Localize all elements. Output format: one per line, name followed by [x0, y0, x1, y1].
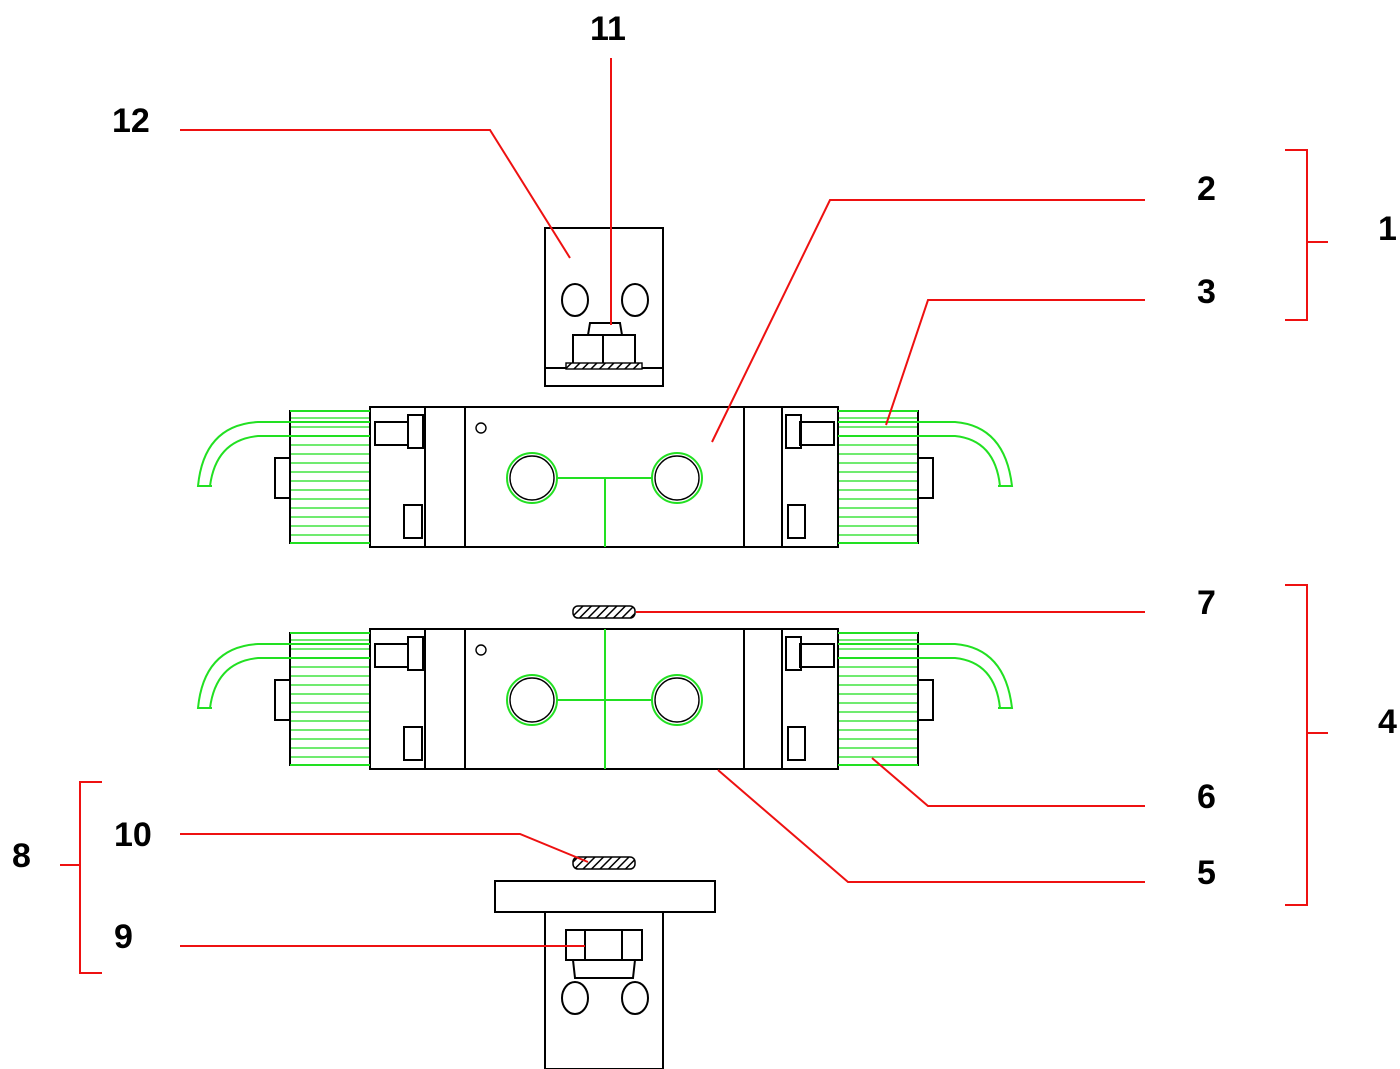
label-12: 12 — [112, 102, 150, 140]
label-6: 6 — [1197, 778, 1216, 816]
label-11: 11 — [590, 10, 626, 48]
upper-seal — [572, 605, 636, 619]
label-5: 5 — [1197, 854, 1216, 892]
label-1: 1 — [1378, 210, 1397, 248]
label-8: 8 — [12, 837, 31, 875]
label-9: 9 — [114, 918, 133, 956]
label-7: 7 — [1197, 584, 1216, 622]
lower-valve-assembly — [197, 628, 1013, 770]
label-10: 10 — [114, 816, 152, 854]
upper-valve-assembly — [197, 406, 1013, 548]
bottom-mounting-bracket — [494, 856, 716, 1069]
label-4: 4 — [1378, 703, 1397, 741]
label-2: 2 — [1197, 170, 1216, 208]
label-3: 3 — [1197, 273, 1216, 311]
lower-seal — [572, 856, 636, 870]
top-mounting-bracket — [544, 227, 664, 387]
leader-lines — [180, 58, 1145, 947]
group-brackets — [60, 149, 1328, 974]
callout-labels: 1 2 3 4 5 6 7 8 9 10 11 12 — [12, 10, 1397, 956]
